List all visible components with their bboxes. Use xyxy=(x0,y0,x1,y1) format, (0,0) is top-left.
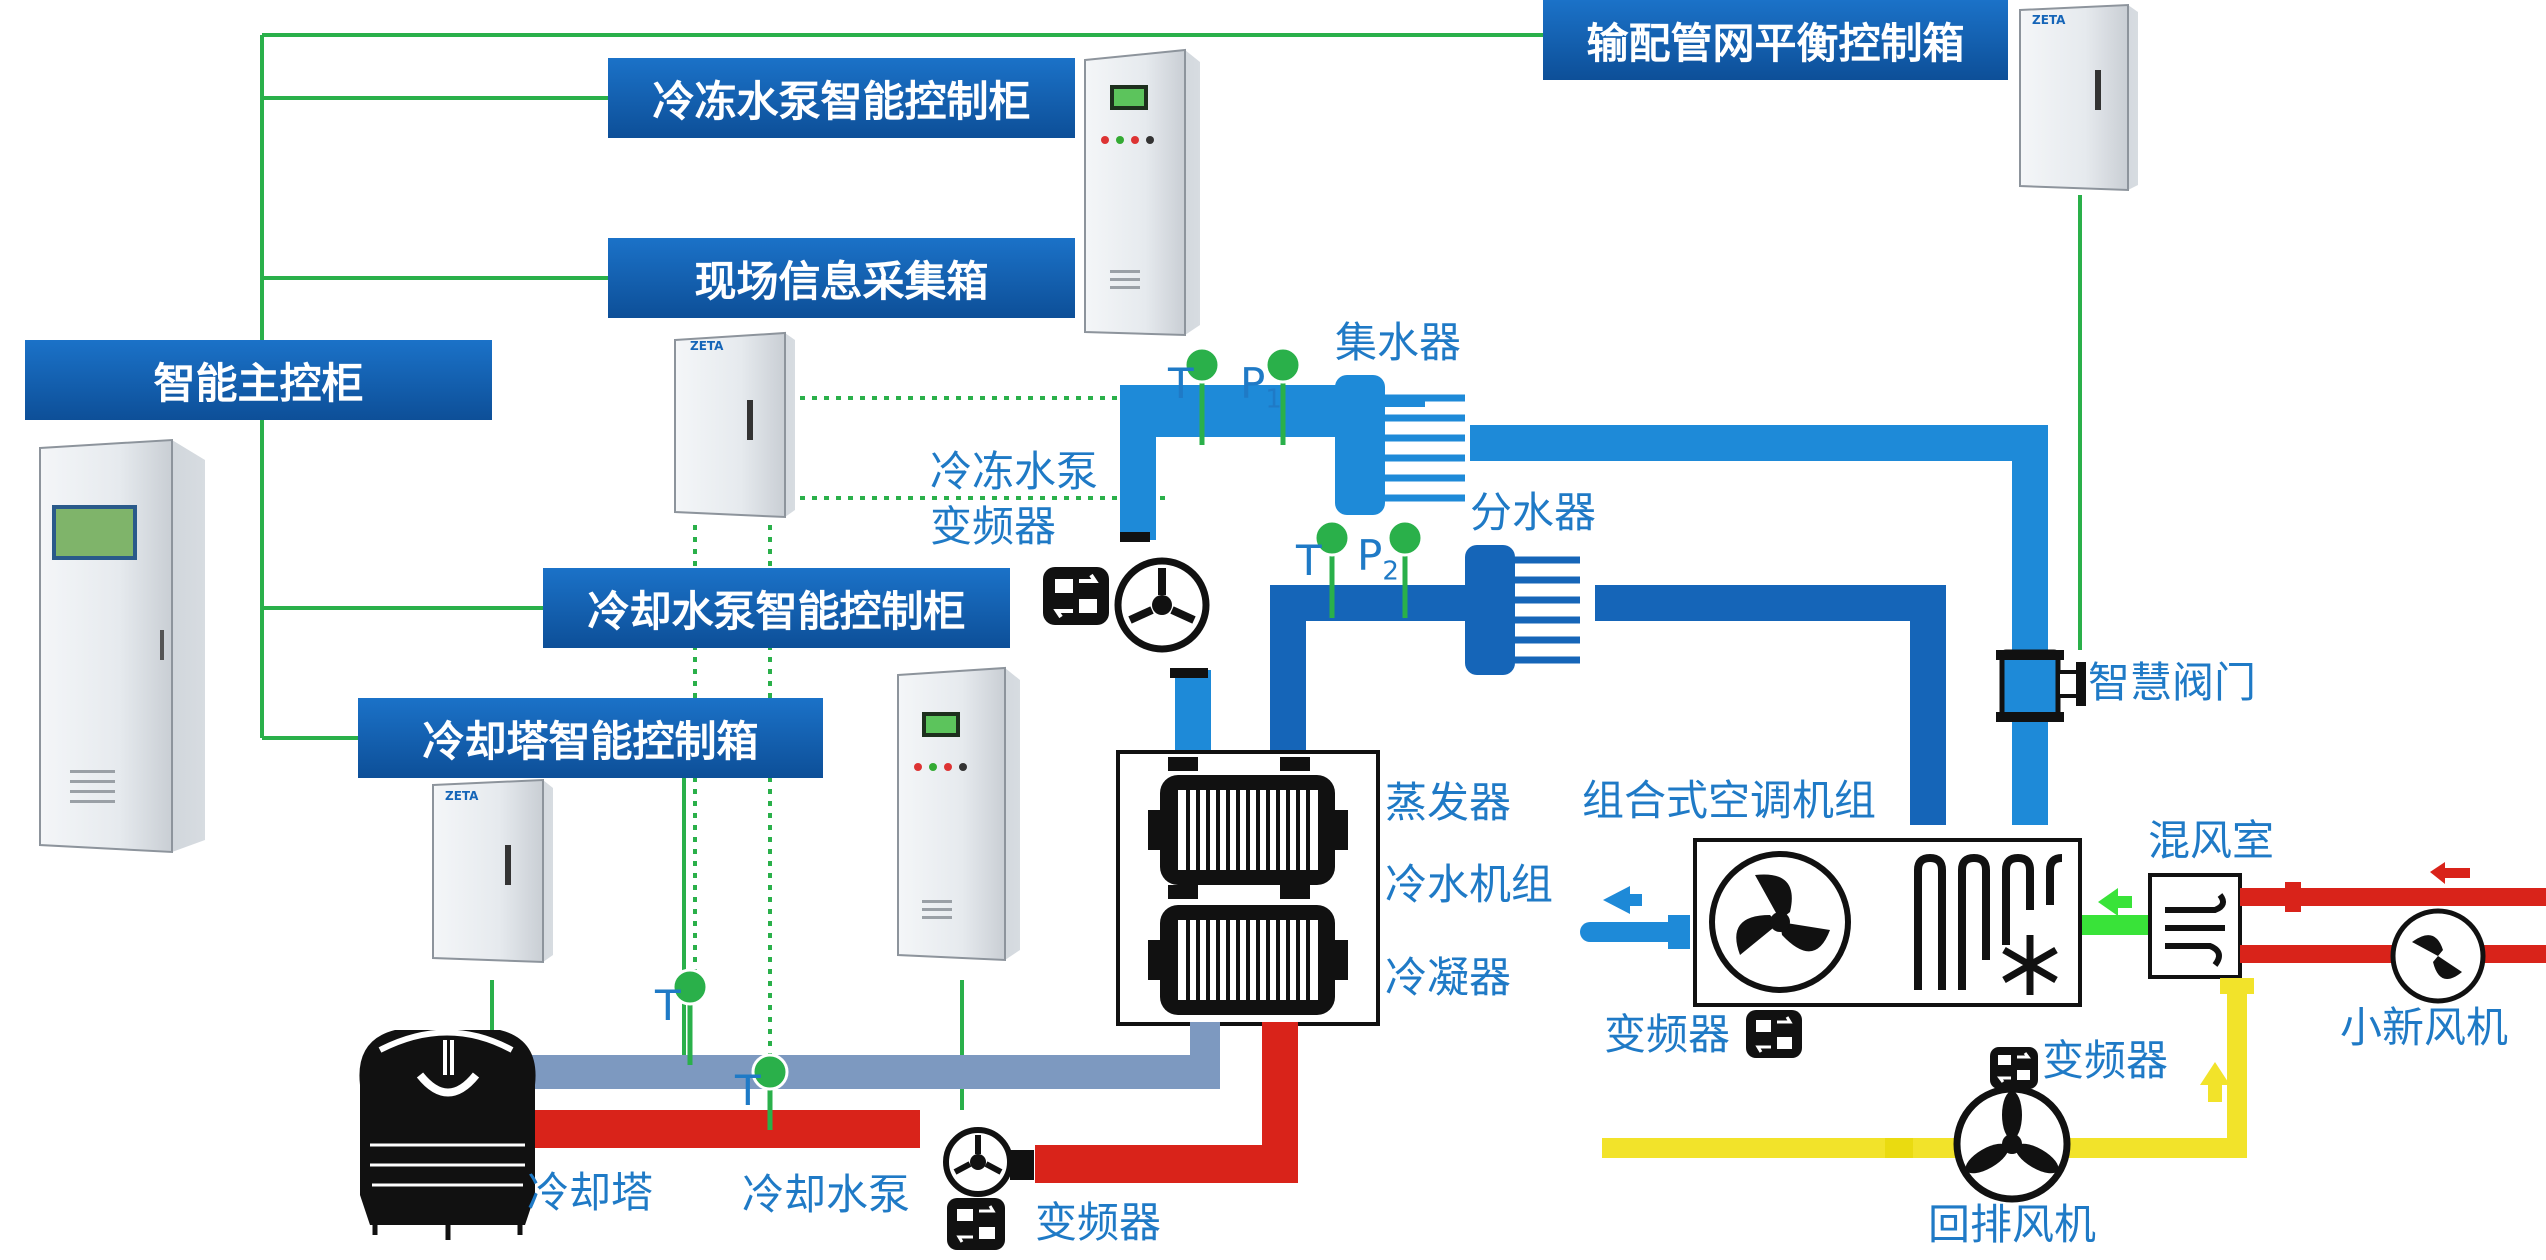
mixing-chamber-label: 混风室 xyxy=(2148,816,2275,865)
chilled-water-return-pipe xyxy=(1270,585,1946,825)
sensor-t2-head xyxy=(1313,519,1351,557)
evaporator-label: 蒸发器 xyxy=(1385,778,1512,827)
smart-valve xyxy=(1996,649,2086,722)
cooling-tower-box-header: 冷却塔智能控制箱 xyxy=(358,698,823,778)
return-exhaust-fan xyxy=(1953,1085,2071,1203)
condenser-label: 冷凝器 xyxy=(1385,953,1512,1002)
air-handling-unit xyxy=(1693,838,2082,1007)
field-info-box-logo: ZETA xyxy=(690,339,724,353)
pipe-balance-control-box: ZETA xyxy=(2019,3,2138,192)
wind-icon xyxy=(2165,893,2227,967)
field-info-collection-box: ZETA xyxy=(674,331,795,519)
snowflake-icon xyxy=(2002,935,2058,995)
water-collector xyxy=(1335,375,1465,515)
vfd-icon-chilled-pump xyxy=(1043,567,1109,625)
chilled-water-pump xyxy=(1114,532,1210,678)
sensor-t4-head xyxy=(751,1053,789,1091)
return-fan-vfd-label: 变频器 xyxy=(2042,1036,2169,1085)
sensor-t2-label: T xyxy=(1296,536,1322,585)
chiller-unit xyxy=(1116,750,1380,1026)
chilled-pump-control-cabinet xyxy=(1084,48,1200,337)
supply-air-outlet xyxy=(1580,886,1690,949)
sensor-p2-label: P2 xyxy=(1357,531,1399,587)
cooling-water-return-pipe xyxy=(530,1022,1220,1089)
evaporator-coil xyxy=(1148,775,1348,885)
vfd-icon-ahu xyxy=(1746,1010,1802,1058)
cooling-pump-cabinet-header: 冷却水泵智能控制柜 xyxy=(543,568,1010,648)
small-fresh-air-fan xyxy=(2390,908,2486,1004)
water-collector-label: 集水器 xyxy=(1335,318,1462,367)
chilled-pump-cabinet-header: 冷冻水泵智能控制柜 xyxy=(608,58,1075,138)
cooling-tower-control-box: ZETA xyxy=(432,778,553,964)
cooling-pump-vfd-label: 变频器 xyxy=(1035,1198,1162,1247)
cooling-tower-label: 冷却塔 xyxy=(527,1168,654,1217)
condenser-coil xyxy=(1148,905,1348,1015)
water-distributor-label: 分水器 xyxy=(1470,488,1597,537)
mixing-chamber xyxy=(2082,873,2242,979)
sensor-t1-head xyxy=(1183,346,1221,384)
water-distributor xyxy=(1465,545,1580,675)
chiller-unit-label: 冷水机组 xyxy=(1385,860,1554,909)
supply-fan-icon xyxy=(1736,874,1830,955)
main-control-cabinet xyxy=(39,438,205,854)
cooling-tower xyxy=(359,1029,536,1240)
cooling-water-pump xyxy=(943,1127,1034,1197)
smart-valve-label: 智慧阀门 xyxy=(2088,658,2257,707)
sensor-t4-label: T xyxy=(735,1066,761,1115)
ahu-label: 组合式空调机组 xyxy=(1582,776,1877,825)
sensor-p1-head xyxy=(1264,346,1302,384)
chilled-pump-vfd-label: 冷冻水泵 变频器 xyxy=(930,447,1099,551)
pipe-balance-box-logo: ZETA xyxy=(2032,13,2066,27)
sensor-p2-head xyxy=(1386,519,1424,557)
sensor-t3-label: T xyxy=(655,981,681,1030)
pipe-balance-box-header: 输配管网平衡控制箱 xyxy=(1543,0,2008,80)
return-air-pipe xyxy=(1602,978,2254,1158)
vfd-icon-cooling-pump xyxy=(947,1198,1005,1250)
ahu-vfd-label: 变频器 xyxy=(1604,1010,1731,1059)
chilled-water-supply-pipe xyxy=(1120,385,2048,825)
cooling-pump-control-cabinet xyxy=(897,666,1020,962)
return-exhaust-fan-label: 回排风机 xyxy=(1928,1200,2097,1249)
small-fresh-fan-label: 小新风机 xyxy=(2340,1003,2509,1052)
cooling-pump-label: 冷却水泵 xyxy=(742,1170,911,1219)
sensor-t1-label: T xyxy=(1168,359,1194,408)
field-info-box-header: 现场信息采集箱 xyxy=(608,238,1075,318)
sensor-heads xyxy=(671,346,1424,1091)
main-control-cabinet-header: 智能主控柜 xyxy=(25,340,492,420)
cooling-coil-icon xyxy=(1914,853,2063,990)
sensor-p1-label: P1 xyxy=(1240,359,1282,415)
vfd-icon-return-fan xyxy=(1990,1047,2038,1089)
cooling-tower-box-logo: ZETA xyxy=(445,789,479,803)
sensor-t3-head xyxy=(671,968,709,1006)
cooling-water-hot-pipe xyxy=(530,1022,1298,1183)
